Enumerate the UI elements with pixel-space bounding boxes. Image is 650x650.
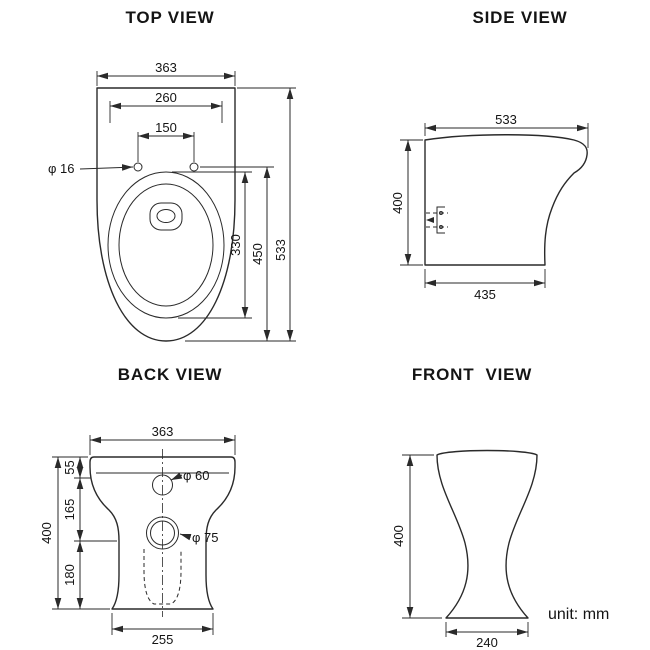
dim-label-330: 330 [228, 234, 243, 256]
dim-label-phi75: φ 75 [192, 530, 219, 545]
dim-label-phi60: φ 60 [183, 468, 210, 483]
dim-label-165: 165 [62, 499, 77, 521]
dim-hinge-hole-diameter: φ 16 [48, 161, 134, 176]
dim-hinge-spacing: 150 [137, 120, 195, 162]
dim-label-180: 180 [62, 564, 77, 586]
dim-bowl-length: 330 [172, 171, 252, 319]
fixing-arrow [426, 217, 434, 223]
dim-top-tank-width: 260 [109, 90, 223, 123]
hinge-hole-right [189, 162, 199, 172]
dim-label-533-top: 533 [273, 239, 288, 261]
dim-top-overall-width: 363 [96, 60, 236, 86]
top-view-title: TOP VIEW [125, 8, 215, 27]
hinge-hole-left [133, 162, 143, 172]
bowl-inner-ring [118, 183, 214, 307]
dim-label-260: 260 [155, 90, 177, 105]
dim-label-400-side: 400 [390, 192, 405, 214]
dim-inlet-diameter: φ 60 [170, 468, 210, 483]
unit-note: unit: mm [548, 606, 610, 623]
back-view-drawing: 363 φ 60 φ 75 55 165 180 400 [39, 424, 236, 647]
front-view-drawing: 400 240 [391, 449, 538, 650]
side-view-body-outline [424, 134, 588, 266]
dim-label-363: 363 [155, 60, 177, 75]
dim-label-150: 150 [155, 120, 177, 135]
dim-label-55: 55 [62, 460, 77, 474]
dim-back-height: 400 [39, 457, 62, 609]
wall-fixing-detail [426, 206, 448, 234]
dim-label-450: 450 [250, 243, 265, 265]
inlet-hole [152, 474, 173, 496]
dim-top-overall-length: 533 [185, 87, 296, 342]
top-view-body-outline [96, 87, 236, 342]
dim-base-length: 435 [424, 269, 546, 302]
dim-back-segments: 55 165 180 [52, 456, 117, 610]
dim-side-height: 400 [390, 139, 423, 266]
outlet-hole-inner [150, 520, 175, 546]
top-view-drawing: 363 260 150 φ 16 330 450 [48, 60, 296, 342]
dim-label-400-front: 400 [391, 525, 406, 547]
side-view-drawing: 533 400 435 [390, 112, 589, 302]
dim-label-255: 255 [152, 632, 174, 647]
dim-front-height: 400 [391, 454, 442, 619]
outlet-hole-outer [146, 516, 179, 550]
dim-side-overall-length: 533 [424, 112, 589, 148]
side-view-title: SIDE VIEW [472, 8, 568, 27]
seat-outer-ring [107, 171, 225, 319]
dim-label-400-back: 400 [39, 522, 54, 544]
dim-label-435: 435 [474, 287, 496, 302]
dim-seat-length: 450 [200, 166, 274, 341]
dim-outlet-diameter: φ 75 [179, 530, 219, 545]
dim-front-base-width: 240 [445, 622, 529, 650]
flush-outlet-hole [156, 209, 176, 223]
flush-outlet [149, 202, 183, 231]
dim-label-phi16: φ 16 [48, 161, 75, 176]
front-view-body-outline [436, 449, 538, 619]
dim-label-363-back: 363 [152, 424, 174, 439]
trapway-hidden-line [143, 549, 182, 605]
front-view-title: FRONT VIEW [411, 365, 533, 384]
dim-label-240: 240 [476, 635, 498, 650]
dim-back-base-width: 255 [111, 613, 214, 647]
back-view-body-outline [89, 456, 236, 610]
back-view-title: BACK VIEW [117, 365, 223, 384]
dim-back-overall-width: 363 [89, 424, 236, 455]
dim-label-533-side: 533 [495, 112, 517, 127]
